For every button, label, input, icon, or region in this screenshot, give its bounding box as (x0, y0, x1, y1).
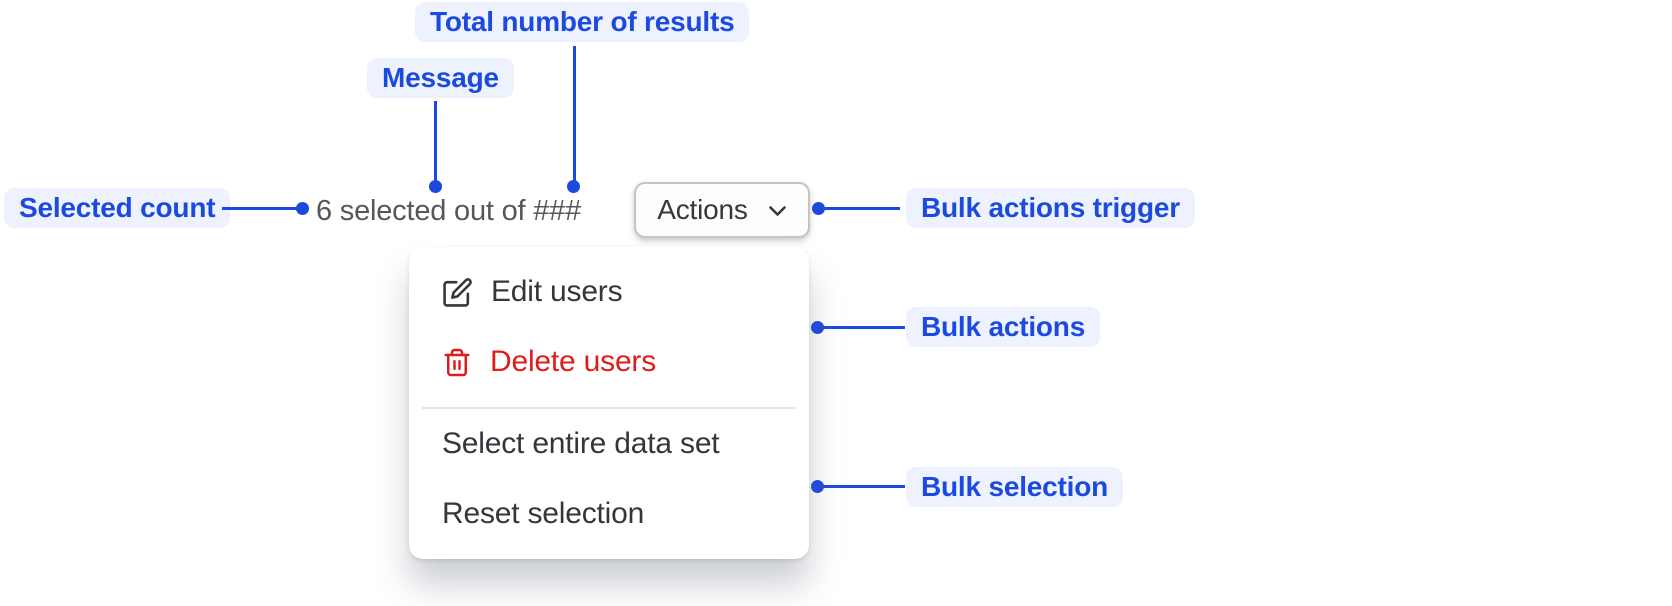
menu-item-label: Select entire data set (442, 427, 720, 460)
connector-line-selected-count (222, 207, 302, 210)
connector-line-message (434, 101, 437, 186)
annotation-total-number-of-results: Total number of results (415, 2, 750, 42)
connector-dot-total-results (567, 180, 580, 193)
annotation-message: Message (367, 58, 514, 98)
annotation-bulk-actions: Bulk actions (906, 307, 1101, 347)
chevron-down-icon (768, 206, 786, 216)
connector-dot-selected-count (296, 202, 309, 215)
connector-line-bulk-actions (819, 326, 905, 329)
menu-item-select-entire-data-set[interactable]: Select entire data set (409, 409, 809, 479)
connector-dot-bulk-selection (811, 480, 824, 493)
edit-icon (443, 277, 472, 307)
bulk-actions-trigger-button[interactable]: Actions (634, 182, 810, 238)
annotation-selected-count: Selected count (4, 188, 231, 228)
actions-button-label: Actions (657, 194, 748, 225)
annotation-bulk-selection: Bulk selection (906, 467, 1124, 507)
menu-divider (422, 407, 796, 409)
menu-item-label: Edit users (491, 275, 623, 308)
connector-line-bulk-actions-trigger (820, 207, 900, 210)
connector-dot-bulk-actions (811, 321, 824, 334)
connector-line-bulk-selection (819, 485, 905, 488)
menu-item-edit-users[interactable]: Edit users (409, 257, 809, 327)
bulk-actions-menu: Edit users Delete users Select entire da… (409, 247, 809, 559)
menu-item-reset-selection[interactable]: Reset selection (409, 479, 809, 549)
menu-item-label: Reset selection (442, 497, 645, 530)
connector-dot-bulk-actions-trigger (812, 202, 825, 215)
connector-dot-message (429, 180, 442, 193)
trash-icon (444, 348, 470, 376)
annotation-bulk-actions-trigger: Bulk actions trigger (906, 188, 1195, 228)
menu-item-label: Delete users (490, 345, 657, 378)
selection-message: 6 selected out of ### (316, 195, 582, 227)
menu-item-delete-users[interactable]: Delete users (409, 327, 809, 397)
connector-line-total-results (573, 46, 576, 186)
